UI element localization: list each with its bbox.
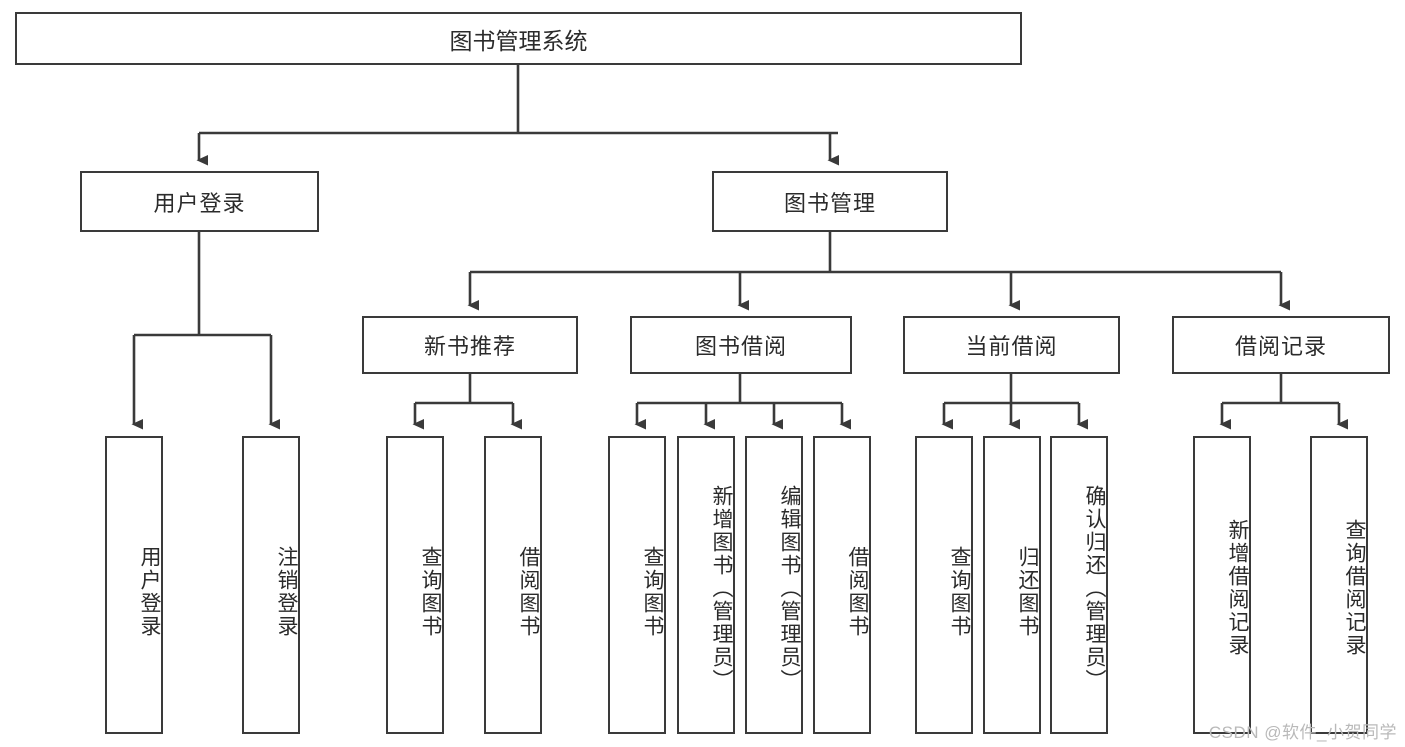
node-label: 借阅记录 <box>1234 334 1327 359</box>
node-label: 归还图书 <box>1016 546 1039 638</box>
node-new-book-recommend[interactable]: 新书推荐 <box>362 316 578 374</box>
node-label: 查询图书 <box>641 546 664 638</box>
node-label: 查询借阅记录 <box>1343 519 1366 657</box>
node-label: 新增图书（管理员） <box>710 484 733 692</box>
node-label: 注销登录 <box>275 546 298 638</box>
node-borrow-record[interactable]: 借阅记录 <box>1172 316 1390 374</box>
node-label: 图书借阅 <box>694 334 787 359</box>
leaf-book-borrow-query[interactable]: 查询图书 <box>608 436 666 734</box>
node-label: 借阅图书 <box>846 546 869 638</box>
leaf-new-book-query[interactable]: 查询图书 <box>386 436 444 734</box>
node-label: 查询图书 <box>948 546 971 638</box>
leaf-borrow-record-add[interactable]: 新增借阅记录 <box>1193 436 1251 734</box>
node-book-borrow[interactable]: 图书借阅 <box>630 316 852 374</box>
node-user-login[interactable]: 用户登录 <box>80 171 319 232</box>
node-label: 确认归还（管理员） <box>1083 484 1106 692</box>
node-root-system[interactable]: 图书管理系统 <box>15 12 1022 65</box>
node-label: 用户登录 <box>138 546 161 638</box>
leaf-borrow-record-query[interactable]: 查询借阅记录 <box>1310 436 1368 734</box>
node-label: 新增借阅记录 <box>1226 519 1249 657</box>
node-label: 新书推荐 <box>423 334 516 359</box>
leaf-user-login-login[interactable]: 用户登录 <box>105 436 163 734</box>
node-current-borrow[interactable]: 当前借阅 <box>903 316 1120 374</box>
node-label: 当前借阅 <box>965 334 1058 359</box>
leaf-user-login-logout[interactable]: 注销登录 <box>242 436 300 734</box>
node-label: 图书管理 <box>783 190 876 216</box>
leaf-book-borrow-borrow[interactable]: 借阅图书 <box>813 436 871 734</box>
leaf-book-borrow-add[interactable]: 新增图书（管理员） <box>677 436 735 734</box>
node-label: 借阅图书 <box>517 546 540 638</box>
leaf-new-book-borrow[interactable]: 借阅图书 <box>484 436 542 734</box>
node-label: 用户登录 <box>153 190 246 216</box>
leaf-current-borrow-return[interactable]: 归还图书 <box>983 436 1041 734</box>
leaf-current-borrow-confirm-return[interactable]: 确认归还（管理员） <box>1050 436 1108 734</box>
node-label: 图书管理系统 <box>449 27 588 54</box>
node-label: 查询图书 <box>419 546 442 638</box>
watermark: CSDN @软件_小贺同学 <box>1208 723 1397 742</box>
leaf-book-borrow-edit[interactable]: 编辑图书（管理员） <box>745 436 803 734</box>
node-book-management[interactable]: 图书管理 <box>712 171 948 232</box>
leaf-current-borrow-query[interactable]: 查询图书 <box>915 436 973 734</box>
node-label: 编辑图书（管理员） <box>778 484 801 692</box>
